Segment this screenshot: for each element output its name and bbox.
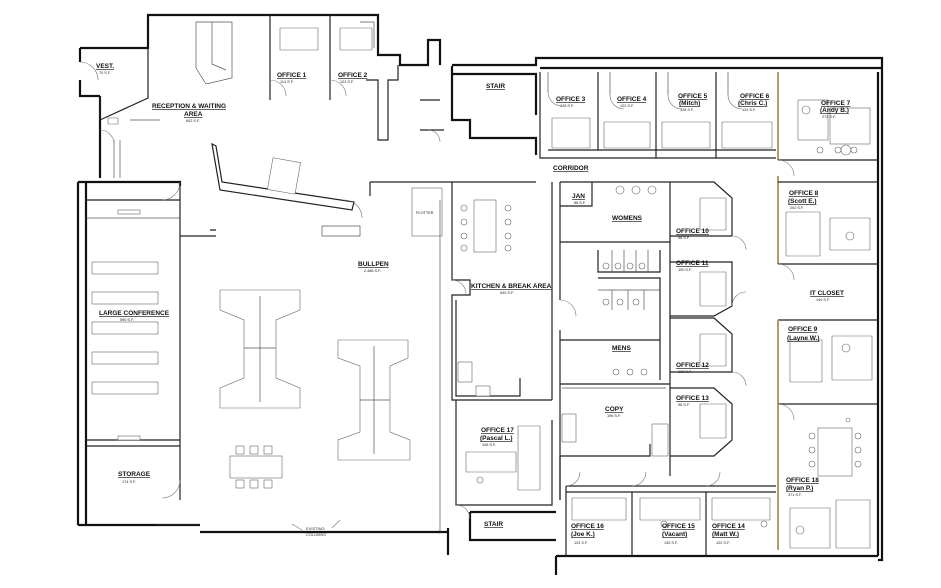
label-office8-2: (Scott E.) (788, 198, 817, 205)
sf-office3: 128 S.F. (560, 104, 574, 108)
label-office13: OFFICE 13 (676, 395, 709, 402)
kitchen-block (451, 181, 553, 506)
sf-office7: 272 S.F. (822, 115, 836, 119)
label-office1: OFFICE 1 (277, 72, 307, 79)
label-office6-2: (Chris C.) (738, 100, 767, 107)
sf-office13: 96 S.F. (678, 403, 690, 407)
sf-storage: 174 S.F. (122, 480, 136, 484)
label-jan: JAN (572, 193, 585, 200)
door-swings (79, 61, 795, 520)
label-vestibule: VEST. (96, 63, 114, 70)
sf-copy: 196 S.F. (607, 414, 621, 418)
sf-office6: 124 S.F. (742, 108, 756, 112)
label-office9-2: (Layne W.) (787, 335, 820, 342)
label-office16: OFFICE 16 (571, 523, 604, 530)
label-office16-2: (Joe K.) (571, 531, 595, 538)
sf-it-closet: 140 S.F. (816, 298, 830, 302)
label-plotter: PLOTTER (416, 211, 434, 215)
reception-block (99, 15, 444, 178)
label-office15: OFFICE 15 (662, 523, 695, 530)
sf-office15: 130 S.F. (664, 541, 678, 545)
note-existing-columns-2: COLUMNS (306, 532, 326, 537)
label-corridor: CORRIDOR (553, 165, 589, 172)
label-office18: OFFICE 18 (786, 477, 819, 484)
label-office5: OFFICE 5 (678, 93, 708, 100)
sf-office18: 371 S.F. (788, 493, 802, 497)
south-offices (565, 485, 776, 556)
label-bullpen: BULLPEN (358, 261, 389, 268)
sf-large-conference: 590 S.F. (120, 318, 134, 322)
sf-bullpen: 2,486 S.F. (364, 269, 381, 273)
sf-reception: 602 S.F. (186, 119, 200, 123)
label-office7: OFFICE 7 (821, 100, 851, 107)
sf-office8: 202 S.F. (790, 206, 804, 210)
note-existing-columns: EXISTING (306, 526, 325, 531)
label-office3: OFFICE 3 (556, 96, 586, 103)
sf-office1: 114 S.F. (280, 80, 294, 84)
label-storage: STORAGE (118, 471, 151, 478)
label-copy: COPY (605, 406, 624, 413)
label-office17-2: (Pascal L.) (480, 435, 513, 442)
label-office12: OFFICE 12 (676, 362, 709, 369)
label-office6: OFFICE 6 (740, 93, 770, 100)
conference-block (86, 199, 180, 447)
label-mens: MENS (612, 345, 631, 352)
sf-kitchen: 540 S.F. (500, 291, 514, 295)
label-office17: OFFICE 17 (481, 427, 514, 434)
sf-office17: 106 S.F. (482, 443, 496, 447)
core-block (559, 181, 733, 500)
label-office10: OFFICE 10 (676, 228, 709, 235)
label-kitchen: KITCHEN & BREAK AREA (471, 283, 552, 290)
sf-office11: 100 S.F. (678, 268, 692, 272)
label-office8: OFFICE 8 (789, 190, 819, 197)
label-office18-2: (Ryan P.) (786, 485, 813, 492)
label-office15-2: (Vacant) (662, 531, 687, 538)
sf-office12: 100 S.F. (678, 370, 692, 374)
sf-vestibule: 70 S.F. (99, 71, 111, 75)
label-reception: RECEPTION & WAITING (152, 103, 226, 110)
sf-office4: 122 S.F. (620, 104, 634, 108)
label-stair-south: STAIR (484, 521, 503, 528)
label-reception-2: AREA (184, 111, 203, 118)
label-office7-2: (Andy B.) (820, 107, 849, 114)
label-office14-2: (Matt W.) (712, 531, 739, 538)
label-womens: WOMENS (612, 215, 643, 222)
label-stair-north: STAIR (486, 83, 505, 90)
label-office5-2: (Mitch) (679, 100, 700, 107)
sf-office10: 98 S.F. (678, 236, 690, 240)
label-office9: OFFICE 9 (788, 326, 818, 333)
label-it-closet: IT CLOSET (810, 290, 844, 297)
label-office14: OFFICE 14 (712, 523, 745, 530)
label-office4: OFFICE 4 (617, 96, 647, 103)
label-large-conference: LARGE CONFERENCE (99, 310, 170, 317)
sf-office16: 123 S.F. (574, 541, 588, 545)
east-offices (777, 176, 878, 550)
bullpen-furniture (156, 142, 452, 532)
sf-jan: 86 S.F. (574, 201, 586, 205)
sf-office2: 123 S.F. (340, 80, 354, 84)
sf-office14: 122 S.F. (716, 541, 730, 545)
north-office-row (539, 72, 878, 161)
sf-office5: 128 S.F. (680, 108, 694, 112)
label-office2: OFFICE 2 (338, 72, 368, 79)
label-office11: OFFICE 11 (676, 260, 709, 267)
room-labels: VEST. 70 S.F. RECEPTION & WAITING AREA 6… (96, 63, 851, 545)
